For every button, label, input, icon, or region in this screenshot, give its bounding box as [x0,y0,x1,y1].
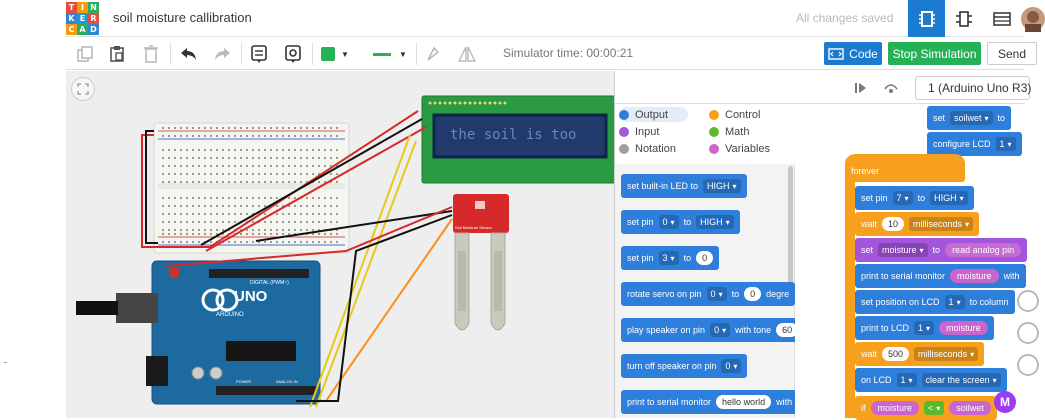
component-list-icon[interactable] [983,0,1020,37]
left-margin [0,0,66,418]
ws-print-lcd[interactable]: print to LCD1moisture [855,316,994,340]
svg-text:DIGITAL (PWM~): DIGITAL (PWM~) [250,280,289,286]
toggle-notes-icon[interactable] [282,43,304,65]
block-rotate-servo[interactable]: rotate servo on pin0to0degre [621,282,796,306]
math-icon [709,126,719,137]
circuit-canvas[interactable]: the soil is too Soil Moisture Sensor [66,71,616,418]
variables-icon [709,143,719,154]
arduino-uno: UNO ARDUINO DIGITAL (PWM~) POWER ANALOG … [76,260,321,405]
color-picker[interactable]: ▼ [318,43,352,65]
save-status: All changes saved [796,11,894,25]
zoom-to-fit-icon[interactable] [71,77,95,101]
ws-set-moisture[interactable]: setmoisturetoread analog pin [855,238,1028,262]
copy-icon[interactable] [74,43,96,65]
ws-set-soilwet[interactable]: setsoilwetto [927,106,1012,130]
notation-icon [619,143,629,154]
svg-text:UNO: UNO [234,288,268,305]
project-title[interactable]: soil moisture callibration [113,10,252,25]
logo-letter: I [77,2,88,13]
logo-letter: K [66,13,77,24]
code-panel-header: 1 (Arduino Uno R3) [615,71,1031,104]
logo-letter: T [66,2,77,13]
code-icon [828,47,844,60]
ws-on-lcd[interactable]: on LCD1clear the screen [855,368,1007,392]
forever-rail [845,178,855,418]
breadboard [153,122,350,254]
stop-simulation-button[interactable]: Stop Simulation [888,42,981,65]
rotate-icon[interactable] [422,43,444,65]
category-math[interactable]: Math [709,124,749,139]
output-icon [619,109,629,120]
logo-letter: A [77,24,88,35]
svg-text:ANALOG IN: ANALOG IN [276,379,298,384]
logo-letter: N [88,2,99,13]
svg-text:Soil Moisture Sensor: Soil Moisture Sensor [455,225,493,230]
send-to-button[interactable]: Send [987,42,1037,65]
simulator-time: Simulator time: 00:00:21 [503,46,634,60]
ws-set-lcd-position[interactable]: set position on LCD1to column [855,290,1015,314]
ws-forever-block[interactable]: forever [845,154,965,182]
circuit-view-icon[interactable] [908,0,945,37]
logo-letter: C [66,24,77,35]
undo-icon[interactable] [178,43,200,65]
wire-type-picker[interactable]: ▼ [368,43,412,65]
zoom-out-icon[interactable] [1017,322,1039,344]
control-icon [709,109,719,120]
category-variables[interactable]: Variables [709,141,770,156]
category-notation[interactable]: Notation [619,141,676,156]
delete-icon[interactable] [140,43,162,65]
block-categories: Output Control Input Math Notation Varia… [615,104,795,164]
debug-icon[interactable] [880,77,902,99]
code-button[interactable]: Code [824,42,882,65]
assistant-logo-icon[interactable]: M [994,391,1016,413]
soil-moisture-sensor: Soil Moisture Sensor [453,194,509,331]
step-icon[interactable] [850,77,872,99]
lcd-text: the soil is too [450,127,576,143]
category-output[interactable]: Output [619,107,689,122]
editor-toolbar: ▼ ▼ Simulator time: 00:00:21 Code Stop S… [66,37,1037,70]
logo-letter: R [88,13,99,24]
device-selector[interactable]: 1 (Arduino Uno R3) [915,76,1031,100]
notes-icon[interactable] [248,43,270,65]
redo-icon[interactable] [211,43,233,65]
ws-set-pin[interactable]: set pin7toHIGH [855,186,974,210]
code-button-label: Code [849,46,878,61]
svg-text:ARDUINO: ARDUINO [216,312,244,318]
svg-text:POWER: POWER [236,379,251,384]
input-icon [619,126,629,137]
category-control[interactable]: Control [709,107,760,122]
reset-zoom-icon[interactable] [1017,354,1039,376]
block-set-pin[interactable]: set pin0toHIGH [621,210,740,234]
code-panel: 1 (Arduino Uno R3) Output Control Input … [614,71,1039,420]
category-input[interactable]: Input [619,124,659,139]
logo-letter: D [88,24,99,35]
lcd-display: the soil is too [421,95,616,184]
block-set-pin-value[interactable]: set pin3to0 [621,246,720,270]
circuit-drawing: the soil is too Soil Moisture Sensor [76,95,616,408]
user-avatar[interactable] [1021,7,1045,32]
paste-icon[interactable] [106,43,128,65]
schematic-view-icon[interactable] [945,0,982,37]
palette-scrollbar[interactable] [788,166,793,284]
flip-icon[interactable] [456,43,478,65]
zoom-in-icon[interactable] [1017,290,1039,312]
logo-letter: E [77,13,88,24]
